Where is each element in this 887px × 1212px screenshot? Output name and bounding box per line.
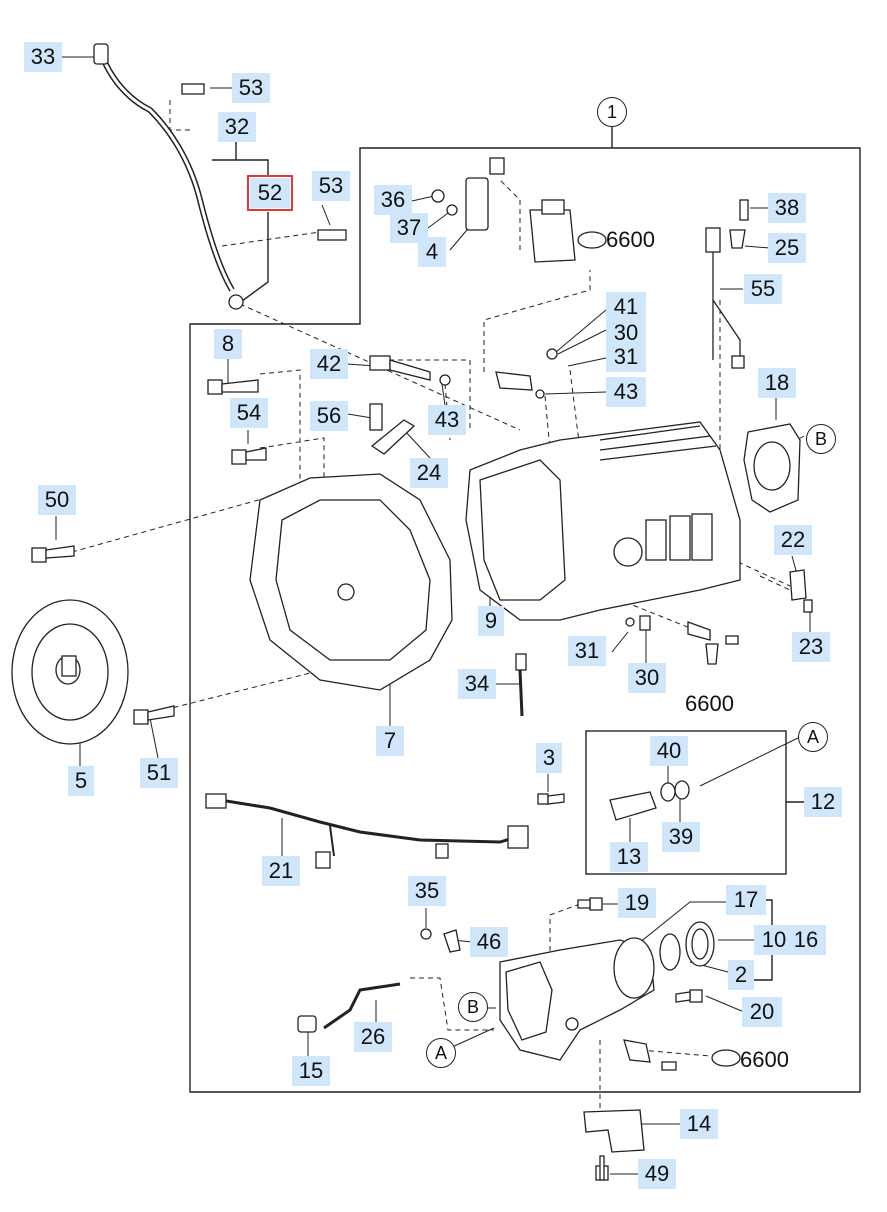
- callout-42[interactable]: 42: [310, 349, 348, 379]
- callout-37[interactable]: 37: [390, 213, 428, 243]
- callout-5[interactable]: 5: [68, 766, 94, 796]
- ref-6600-bottom: 6600: [740, 1047, 789, 1072]
- ref-circle-a-lower: A: [426, 1038, 456, 1068]
- callout-8[interactable]: 8: [214, 329, 242, 359]
- callout-26[interactable]: 26: [354, 1022, 392, 1052]
- ref-circle-1: 1: [597, 97, 627, 127]
- ref-6600-top: 6600: [606, 227, 655, 252]
- callout-54[interactable]: 54: [230, 398, 268, 428]
- callout-33[interactable]: 33: [24, 42, 62, 72]
- callout-35[interactable]: 35: [408, 876, 446, 906]
- callout-49[interactable]: 49: [638, 1159, 676, 1189]
- callout-21[interactable]: 21: [262, 856, 300, 886]
- callout-31-bottom[interactable]: 31: [568, 636, 606, 666]
- callout-36[interactable]: 36: [374, 185, 412, 215]
- callout-9[interactable]: 9: [478, 606, 504, 636]
- callout-12[interactable]: 12: [804, 787, 842, 817]
- callout-41[interactable]: 41: [606, 292, 646, 322]
- ref-circle-b-upper: B: [806, 424, 836, 454]
- ref-circle-b-lower: B: [458, 992, 488, 1022]
- wire-harness: [219, 798, 521, 844]
- ref-6600-middle: 6600: [685, 691, 734, 716]
- callout-15[interactable]: 15: [292, 1056, 330, 1086]
- callout-55[interactable]: 55: [744, 274, 782, 304]
- callout-22[interactable]: 22: [774, 525, 812, 555]
- callout-18[interactable]: 18: [758, 368, 796, 398]
- callout-43-left[interactable]: 43: [428, 405, 466, 435]
- callout-51[interactable]: 51: [140, 758, 178, 788]
- grommet-52: [228, 294, 244, 310]
- callout-52[interactable]: 52: [247, 175, 293, 211]
- callout-7[interactable]: 7: [376, 726, 404, 756]
- callout-17[interactable]: 17: [726, 885, 766, 915]
- callout-20[interactable]: 20: [742, 997, 782, 1027]
- mount-14: [583, 1109, 645, 1153]
- callout-53-side[interactable]: 53: [312, 171, 350, 201]
- callout-14[interactable]: 14: [680, 1109, 718, 1139]
- ref-circle-a-upper: A: [798, 722, 828, 752]
- callout-46[interactable]: 46: [470, 927, 508, 957]
- callout-19[interactable]: 19: [618, 888, 656, 918]
- callout-23[interactable]: 23: [792, 632, 830, 662]
- callout-38[interactable]: 38: [768, 193, 806, 223]
- callout-43-right[interactable]: 43: [606, 377, 646, 407]
- callout-4[interactable]: 4: [418, 237, 446, 267]
- callout-16[interactable]: 16: [786, 925, 826, 955]
- callout-40[interactable]: 40: [650, 736, 688, 766]
- callout-24[interactable]: 24: [410, 458, 448, 488]
- callout-30-top[interactable]: 30: [606, 318, 646, 348]
- callout-13[interactable]: 13: [610, 842, 648, 872]
- callout-53-top[interactable]: 53: [232, 73, 270, 103]
- callout-39[interactable]: 39: [662, 822, 700, 852]
- callout-2[interactable]: 2: [728, 960, 754, 990]
- callout-32[interactable]: 32: [218, 112, 256, 142]
- callout-25[interactable]: 25: [768, 233, 806, 263]
- callout-56[interactable]: 56: [310, 401, 348, 431]
- callout-50[interactable]: 50: [38, 485, 76, 515]
- callout-3[interactable]: 3: [536, 743, 562, 773]
- callout-31-top[interactable]: 31: [606, 342, 646, 372]
- assembly-frame: [189, 147, 861, 1093]
- callout-34[interactable]: 34: [458, 669, 496, 699]
- callout-30-bottom[interactable]: 30: [628, 663, 666, 693]
